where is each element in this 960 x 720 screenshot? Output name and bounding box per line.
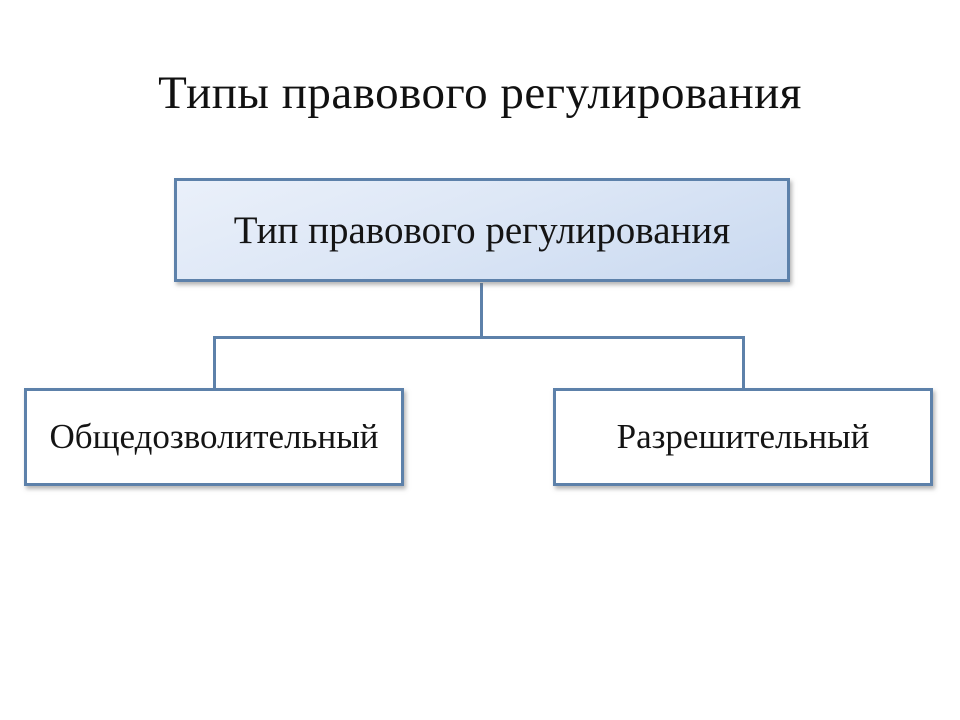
- diagram-node-obschedozvolitelny-label: Общедозволительный: [49, 417, 379, 456]
- diagram-node-razreshitelny-label: Разрешительный: [616, 417, 870, 456]
- connector-root-stem: [480, 283, 483, 338]
- diagram-node-razreshitelny: Разрешительный: [553, 388, 933, 486]
- connector-drop-right: [742, 336, 745, 388]
- diagram-node-obschedozvolitelny: Общедозволительный: [24, 388, 404, 486]
- diagram-node-root-label: Тип правового регулирования: [233, 208, 731, 252]
- diagram-node-root: Тип правового регулирования: [174, 178, 790, 282]
- slide-title: Типы правового регулирования: [158, 67, 802, 119]
- connector-crossbar: [213, 336, 745, 339]
- connector-drop-left: [213, 336, 216, 388]
